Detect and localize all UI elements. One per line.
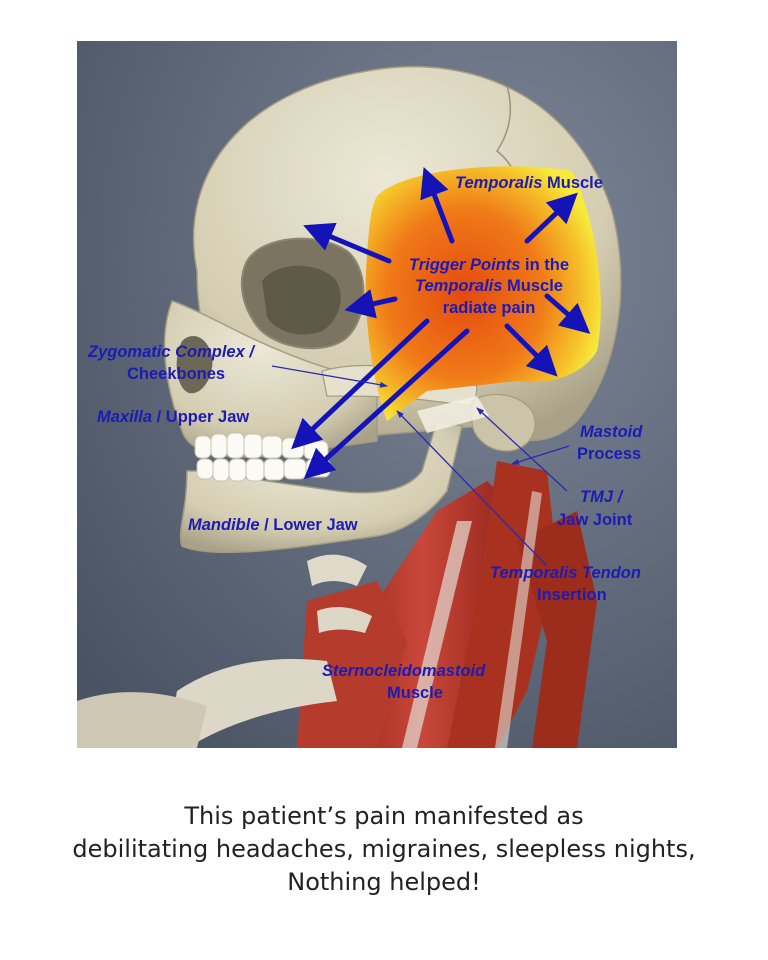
label-trigger-points-line1: Trigger Points in the (409, 256, 569, 274)
label-zygomatic-line2: Cheekbones (127, 365, 225, 383)
label-temporalis-muscle: Temporalis Muscle (455, 174, 603, 192)
mandible (179, 420, 463, 554)
caption-line-3: Nothing helped! (287, 868, 481, 896)
label-tmj-line1: TMJ / (580, 488, 625, 506)
anatomy-illustration: Temporalis Muscle Trigger Points in the … (77, 41, 677, 748)
label-tendon-line1: Temporalis Tendon (490, 564, 641, 582)
label-tendon-line2: Insertion (537, 586, 607, 604)
label-scm-line1: Sternocleidomastoid (322, 662, 486, 680)
label-tmj-line2: Jaw Joint (557, 511, 633, 529)
clavicle-and-spine (77, 554, 372, 748)
label-trigger-points-line3: radiate pain (443, 299, 536, 317)
label-scm-line2: Muscle (387, 684, 443, 702)
tmj-mastoid (471, 393, 536, 452)
label-mandible: Mandible / Lower Jaw (188, 516, 358, 534)
caption-line-1: This patient’s pain manifested as (184, 802, 584, 830)
label-mastoid-line1: Mastoid (580, 423, 643, 441)
label-maxilla: Maxilla / Upper Jaw (97, 408, 249, 426)
pointer-lines (271, 365, 570, 567)
pain-arrows (291, 166, 591, 480)
label-mastoid-line2: Process (577, 445, 641, 463)
caption-line-2: debilitating headaches, migraines, sleep… (72, 835, 696, 863)
caption: This patient’s pain manifested as debili… (0, 800, 768, 899)
nasal-cavity (176, 336, 213, 394)
label-zygomatic-line1: Zygomatic Complex / (87, 343, 256, 361)
label-trigger-points-line2: Temporalis Muscle (415, 277, 563, 295)
